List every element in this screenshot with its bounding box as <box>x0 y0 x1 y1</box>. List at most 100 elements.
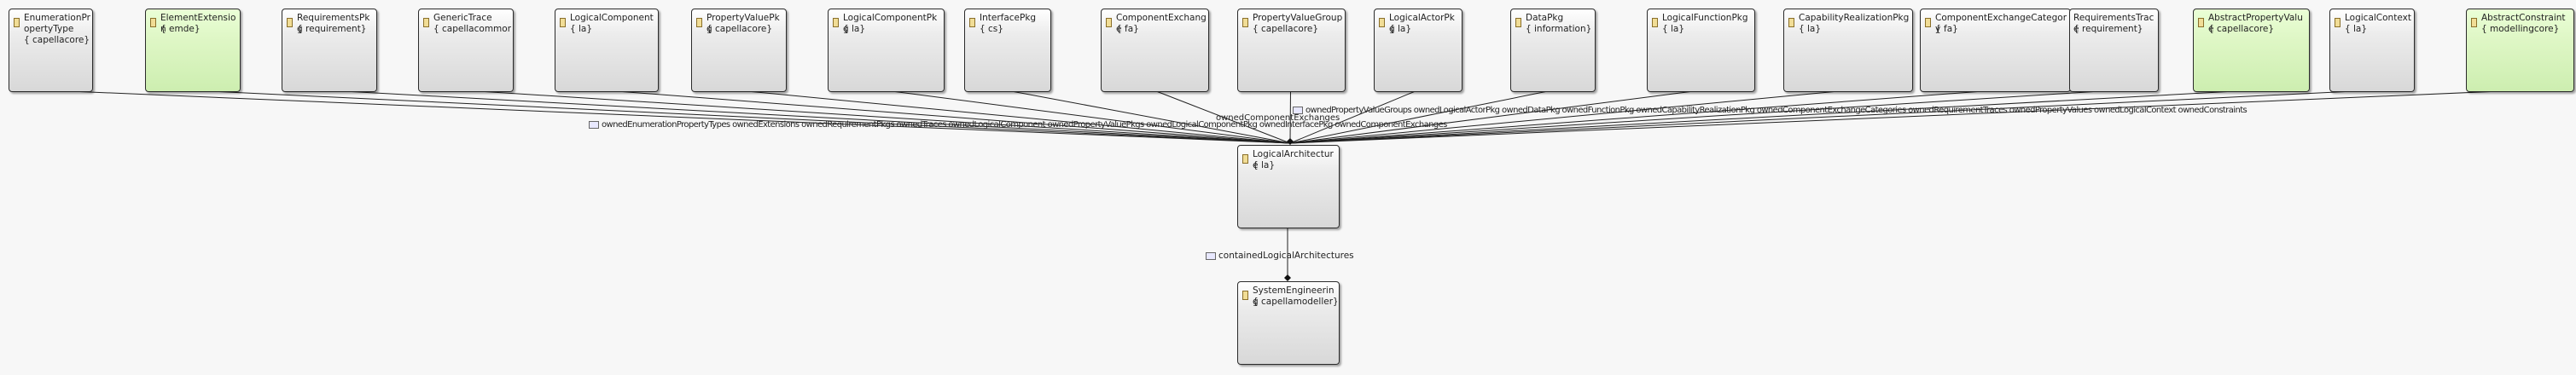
class-icon <box>150 18 156 27</box>
node-package: { emde} <box>160 24 201 34</box>
class-icon <box>969 18 975 27</box>
node-name: DataPkg <box>1526 13 1564 23</box>
node-name: PropertyValuePkg <box>707 13 780 34</box>
class-icon <box>423 18 429 27</box>
node-name: LogicalComponentPkg <box>843 13 938 34</box>
composition-edge[interactable] <box>1154 89 1291 144</box>
edge-label-text: ownedEnumerationPropertyTypes ownedExten… <box>602 120 1447 130</box>
node-component-exchange[interactable]: ComponentExchange { fa} <box>1101 9 1209 92</box>
class-icon <box>2198 18 2204 27</box>
class-icon <box>287 18 293 27</box>
composition-edge[interactable] <box>464 89 1291 144</box>
node-package: { la} <box>843 24 866 34</box>
node-name: AbstractConstraint <box>2481 13 2566 23</box>
node-package: { capellacore} <box>707 24 773 34</box>
edge-labels-right: ownedPropertyValueGroups ownedLogicalAct… <box>1293 106 2247 115</box>
class-icon <box>1925 18 1931 27</box>
node-logical-component-pkg[interactable]: LogicalComponentPkg { la} <box>828 9 945 92</box>
edge-labels-left: ownedEnumerationPropertyTypes ownedExten… <box>589 120 1447 130</box>
node-property-value-group[interactable]: PropertyValueGroup { capellacore} <box>1237 9 1346 92</box>
node-requirements-trace[interactable]: RequirementsTrace { requirement} <box>2069 9 2159 92</box>
node-name: GenericTrace <box>433 13 492 23</box>
node-package: { requirement} <box>297 24 367 34</box>
node-capability-realization-pkg[interactable]: CapabilityRealizationPkg { la} <box>1783 9 1913 92</box>
class-icon <box>1242 154 1248 164</box>
node-name: InterfacePkg <box>980 13 1037 23</box>
node-enumeration-property-type[interactable]: EnumerationPropertyType { capellacore} <box>9 9 93 92</box>
node-package: { fa} <box>1935 24 1958 34</box>
composition-edge[interactable] <box>1289 89 2114 144</box>
node-package: { capellamodeller} <box>1253 297 1337 307</box>
node-component-exchange-category[interactable]: ComponentExchangeCategory { fa} <box>1920 9 2071 92</box>
class-icon <box>696 18 702 27</box>
class-icon <box>1515 18 1521 27</box>
edge-label-text: ownedPropertyValueGroups ownedLogicalAct… <box>1305 106 2247 115</box>
reference-icon <box>589 120 599 129</box>
node-package: { requirement} <box>2073 24 2143 34</box>
composition-edge[interactable] <box>605 89 1291 144</box>
node-package: { la} <box>1662 24 1685 34</box>
class-icon <box>833 18 839 27</box>
composition-edge[interactable] <box>191 89 1291 144</box>
node-name: CapabilityRealizationPkg <box>1799 13 1910 23</box>
node-package: { la} <box>570 24 593 34</box>
node-name: LogicalComponent <box>570 13 654 23</box>
composition-edge[interactable] <box>885 89 1291 144</box>
node-logical-component[interactable]: LogicalComponent { la} <box>555 9 659 92</box>
edge-label-text: ownedComponentExchanges <box>1216 113 1340 123</box>
class-icon <box>1106 18 1112 27</box>
node-package: { cs} <box>980 24 1003 34</box>
edge-label-component-exchanges: ownedComponentExchanges <box>1216 113 1340 123</box>
node-package: { la} <box>1253 160 1276 170</box>
node-interface-pkg[interactable]: InterfacePkg { cs} <box>964 9 1051 92</box>
composition-edge[interactable] <box>1289 89 1418 144</box>
class-icon <box>1379 18 1385 27</box>
node-package: { capellacore} <box>2208 24 2275 34</box>
class-icon <box>14 18 20 27</box>
edge-label-contained-logical-architectures: containedLogicalArchitectures <box>1206 251 1354 261</box>
composition-edge[interactable] <box>49 89 1291 144</box>
node-requirements-pkg[interactable]: RequirementsPkg { requirement} <box>282 9 377 92</box>
node-package: { capellacore} <box>1253 24 1319 34</box>
node-system-engineering[interactable]: SystemEngineering { capellamodeller} <box>1237 281 1340 365</box>
class-icon <box>1788 18 1794 27</box>
composition-edge[interactable] <box>737 89 1291 144</box>
reference-icon <box>1293 106 1303 114</box>
node-name: AbstractPropertyValue <box>2208 13 2303 34</box>
node-package: { capellacommon} <box>433 24 511 34</box>
composition-edge[interactable] <box>1289 89 1553 144</box>
composition-edge[interactable] <box>1289 89 2251 144</box>
composition-edge[interactable] <box>328 89 1291 144</box>
composition-edge[interactable] <box>1289 89 1995 144</box>
node-name: ComponentExchange <box>1116 13 1207 34</box>
composition-edge[interactable] <box>1006 89 1291 144</box>
node-data-pkg[interactable]: DataPkg { information} <box>1510 9 1596 92</box>
node-name: SystemEngineering <box>1253 286 1335 307</box>
reference-icon <box>1206 251 1216 260</box>
class-icon <box>1242 291 1248 300</box>
node-logical-context[interactable]: LogicalContext { la} <box>2329 9 2415 92</box>
node-name: LogicalFunctionPkg <box>1662 13 1748 23</box>
node-name: EnumerationPropertyType <box>24 13 90 34</box>
node-property-value-pkg[interactable]: PropertyValuePkg { capellacore} <box>691 9 787 92</box>
composition-edge[interactable] <box>1289 89 1848 144</box>
composition-edge[interactable] <box>1289 89 2520 144</box>
node-element-extension[interactable]: ElementExtension { emde} <box>145 9 241 92</box>
node-package: { la} <box>1389 24 1412 34</box>
node-logical-function-pkg[interactable]: LogicalFunctionPkg { la} <box>1647 9 1755 92</box>
composition-edge[interactable] <box>1289 89 1291 144</box>
class-icon <box>1652 18 1658 27</box>
node-name: LogicalContext <box>2345 13 2411 23</box>
node-package: { fa} <box>1116 24 1139 34</box>
node-abstract-constraint[interactable]: AbstractConstraint { modellingcore} <box>2466 9 2574 92</box>
node-generic-trace[interactable]: GenericTrace { capellacommon} <box>418 9 514 92</box>
node-logical-actor-pkg[interactable]: LogicalActorPkg { la} <box>1374 9 1462 92</box>
composition-edge[interactable] <box>1289 89 2372 144</box>
composition-edge[interactable] <box>1289 89 1701 144</box>
node-package: { la} <box>2345 24 2368 34</box>
edge-label-text: containedLogicalArchitectures <box>1218 251 1354 261</box>
node-abstract-property-value[interactable]: AbstractPropertyValue { capellacore} <box>2193 9 2310 92</box>
node-logical-architecture[interactable]: LogicalArchitecture { la} <box>1237 145 1340 228</box>
